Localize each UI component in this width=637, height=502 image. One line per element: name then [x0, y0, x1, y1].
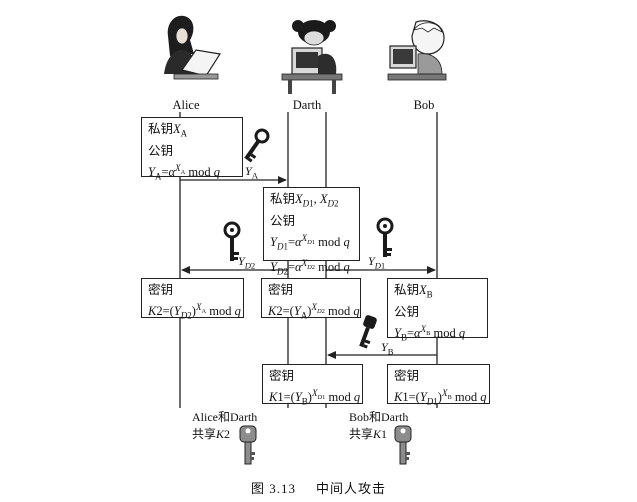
bob-public-key-formula: YB=αXB mod q: [394, 323, 466, 343]
alice-public-key-formula: YA=αXA mod q: [148, 162, 220, 182]
shared-k1-line1: Bob和Darth: [349, 410, 409, 424]
figure-title: 中间人攻击: [316, 481, 387, 496]
shared-key-k2-icon: [239, 425, 257, 465]
shared-k2-line2: 共享K2: [192, 427, 231, 441]
alice-figure-icon: [164, 15, 221, 80]
darth-keys-box: 私钥XD1, XD2 公钥 YD1=αXD1 mod q YD2=αXD2 mo…: [263, 187, 360, 277]
message-yd2-label: YD2: [238, 254, 256, 271]
darth-secret2-label: 密钥: [268, 283, 294, 297]
darth-secret1-label: 密钥: [269, 369, 295, 383]
bob-keys-box: 私钥XB 公钥 YB=αXB mod q: [387, 278, 488, 342]
alice-keys-box: 私钥XA 公钥 YA=αXA mod q: [141, 117, 243, 181]
participant-bob: Bob: [413, 98, 435, 112]
shared-k1-line2: 共享K1: [349, 427, 388, 441]
darth-private-keys-label: 私钥XD1, XD2: [270, 192, 339, 209]
participant-darth: Darth: [292, 98, 322, 112]
bob-secret-box: 密钥 K1=(YD1)XB mod q: [387, 364, 490, 407]
alice-k2-formula: K2=(YD2)XA mod q: [148, 302, 241, 321]
alice-public-key-label: 公钥: [148, 143, 174, 158]
message-yd1-label: YD1: [368, 254, 386, 271]
shared-k2-line1: Alice和Darth: [192, 410, 258, 424]
bob-k1-formula: K1=(YD1)XB mod q: [394, 388, 487, 407]
bob-public-key-label: 公钥: [394, 304, 420, 319]
darth-k2-formula: K2=(YA)XD2 mod q: [268, 302, 360, 321]
participant-alice: Alice: [172, 98, 200, 112]
alice-secret-label: 密钥: [148, 283, 174, 297]
key-yd1-icon: [376, 217, 394, 257]
shared-key-k1-icon: [394, 425, 412, 465]
darth-yd2-formula: YD2=αXD2 mod q: [270, 258, 350, 277]
figure-caption: 图 3.13 中间人攻击: [0, 478, 637, 497]
message-yb-label: YB: [381, 340, 394, 357]
darth-figure-icon: [281, 20, 343, 94]
message-ya-label: YA: [245, 164, 258, 181]
darth-yd1-formula: YD1=αXD1 mod q: [270, 232, 350, 252]
darth-k1-formula: K1=(YB)XD1 mod q: [269, 388, 361, 407]
key-yb-icon: [359, 315, 377, 349]
darth-public-key-label: 公钥: [270, 213, 296, 228]
bob-secret-label: 密钥: [394, 369, 420, 383]
bob-private-key-label: 私钥XB: [394, 283, 433, 300]
figure-number: 图 3.13: [250, 481, 296, 496]
alice-private-key-label: 私钥XA: [148, 122, 188, 139]
darth-secret1-box: 密钥 K1=(YB)XD1 mod q: [262, 364, 363, 407]
key-yd2-icon: [223, 221, 241, 261]
alice-secret-box: 密钥 K2=(YD2)XA mod q: [141, 278, 244, 321]
bob-figure-icon: [387, 20, 447, 81]
key-ya-icon: [244, 128, 270, 163]
darth-secret2-box: 密钥 K2=(YA)XD2 mod q: [261, 278, 361, 321]
